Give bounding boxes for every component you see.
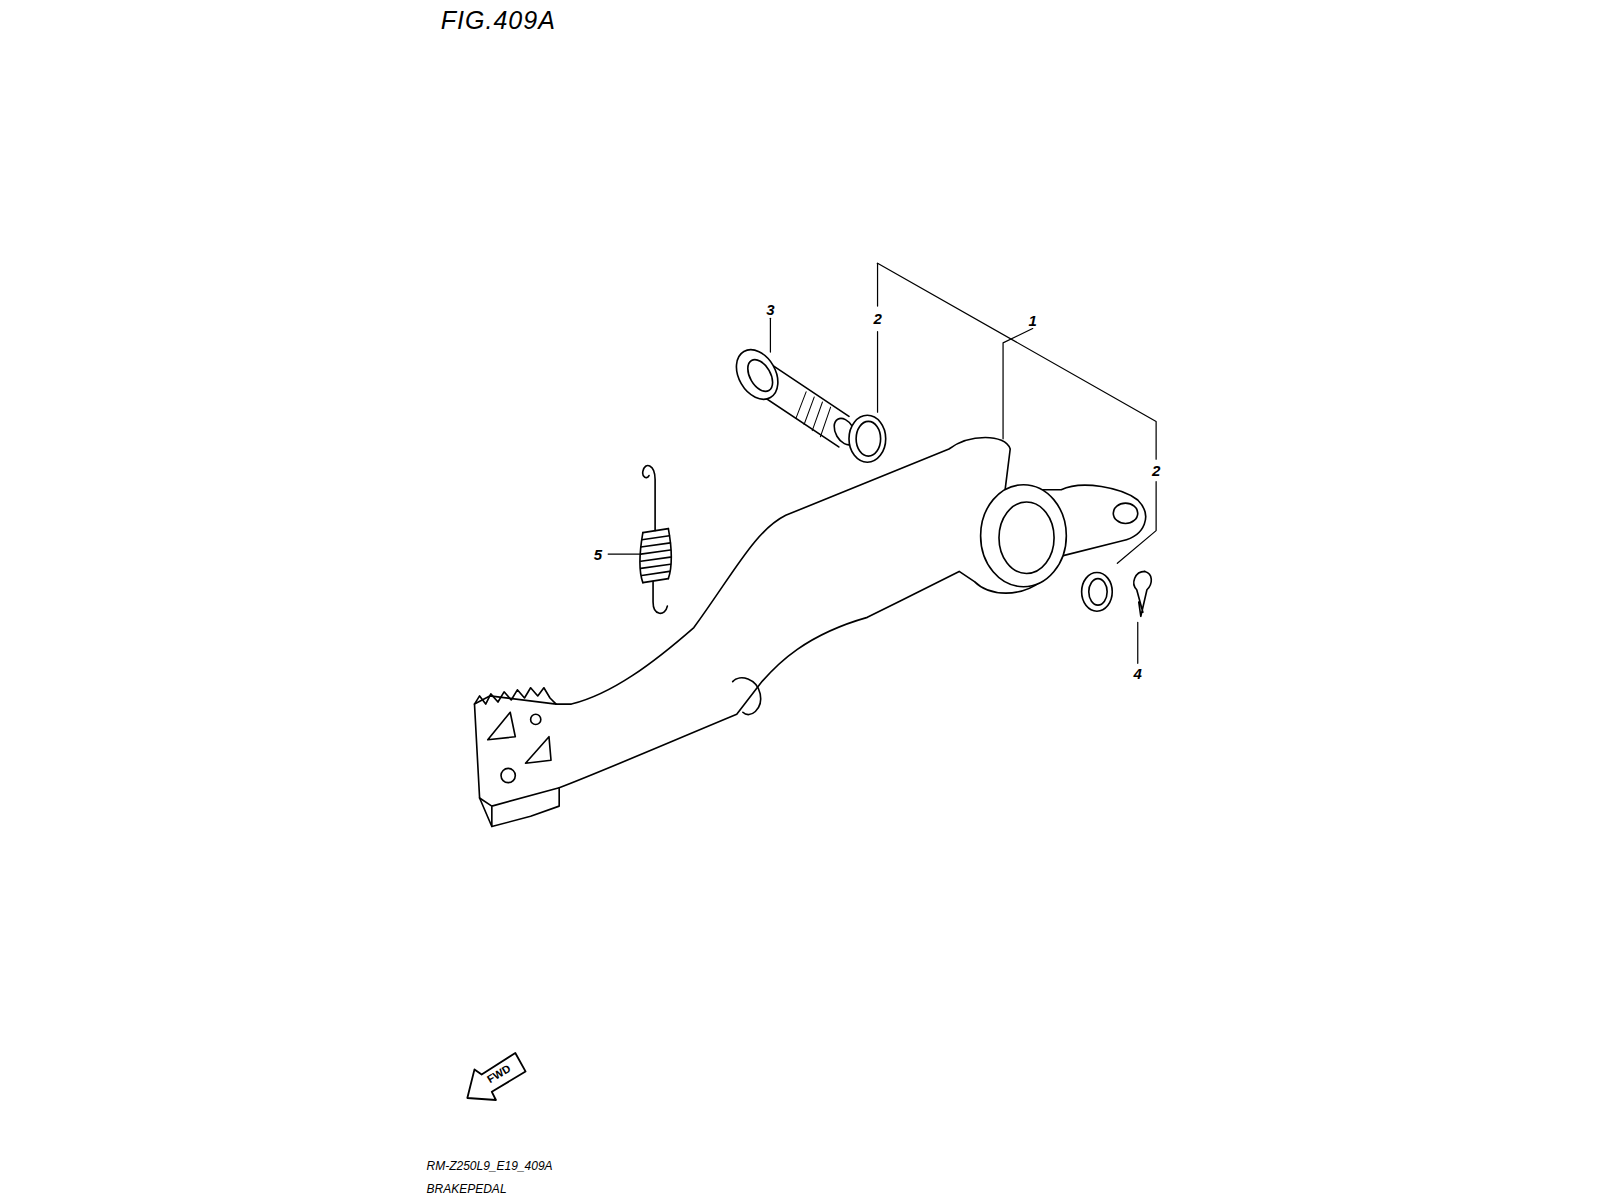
figure-title: FIG.409A [441,8,556,33]
callout-number: 2 [873,311,881,326]
callout-number: 4 [1134,666,1142,681]
callout-number: 3 [766,302,774,317]
pedal-hole [501,768,515,782]
arm-hole [1113,503,1137,523]
callout-number: 5 [594,547,602,562]
return-spring [640,465,672,613]
pivot-boss [981,485,1067,587]
spring-hook-eye [733,678,761,715]
figure-code: RM-Z250L9_E19_409A [427,1160,553,1172]
pedal-teeth [474,688,556,704]
cotter-pin [1134,571,1151,616]
figure-name: BRAKEPEDAL [427,1183,507,1195]
washer [849,415,886,462]
callout-number: 1 [1028,313,1036,328]
pedal-cutout [526,737,552,764]
callout-number: 2 [1152,463,1160,478]
pedal-arm [474,438,1145,827]
pedal-hole [531,714,541,724]
forward-arrow [467,1053,525,1100]
pivot-bore [999,502,1054,573]
pivot-bolt [728,342,860,448]
pedal-edge [480,788,560,827]
washer [1082,572,1113,611]
pedal-cutout [488,712,516,740]
